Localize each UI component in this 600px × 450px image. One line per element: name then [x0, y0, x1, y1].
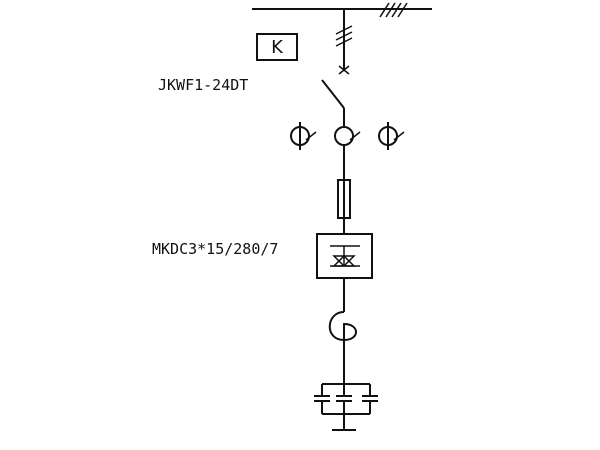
control-box-label: K	[271, 36, 283, 58]
current-transformer-center	[334, 126, 361, 146]
current-transformer-right	[378, 122, 405, 150]
current-transformer-left	[290, 122, 317, 150]
feeder-phase-ticks	[335, 25, 353, 47]
capacitor-bank	[314, 383, 378, 431]
switch-blade	[321, 79, 345, 109]
reactor-symbol	[328, 311, 357, 342]
switch-model-label: JKWF1-24DT	[158, 76, 249, 94]
module-model-label: MKDC3*15/280/7	[152, 240, 279, 258]
disconnector-cross-mark	[338, 65, 350, 75]
thyristor-symbol	[330, 245, 360, 268]
control-box-k: K	[256, 33, 298, 61]
busbar-phase-ticks	[379, 2, 408, 18]
